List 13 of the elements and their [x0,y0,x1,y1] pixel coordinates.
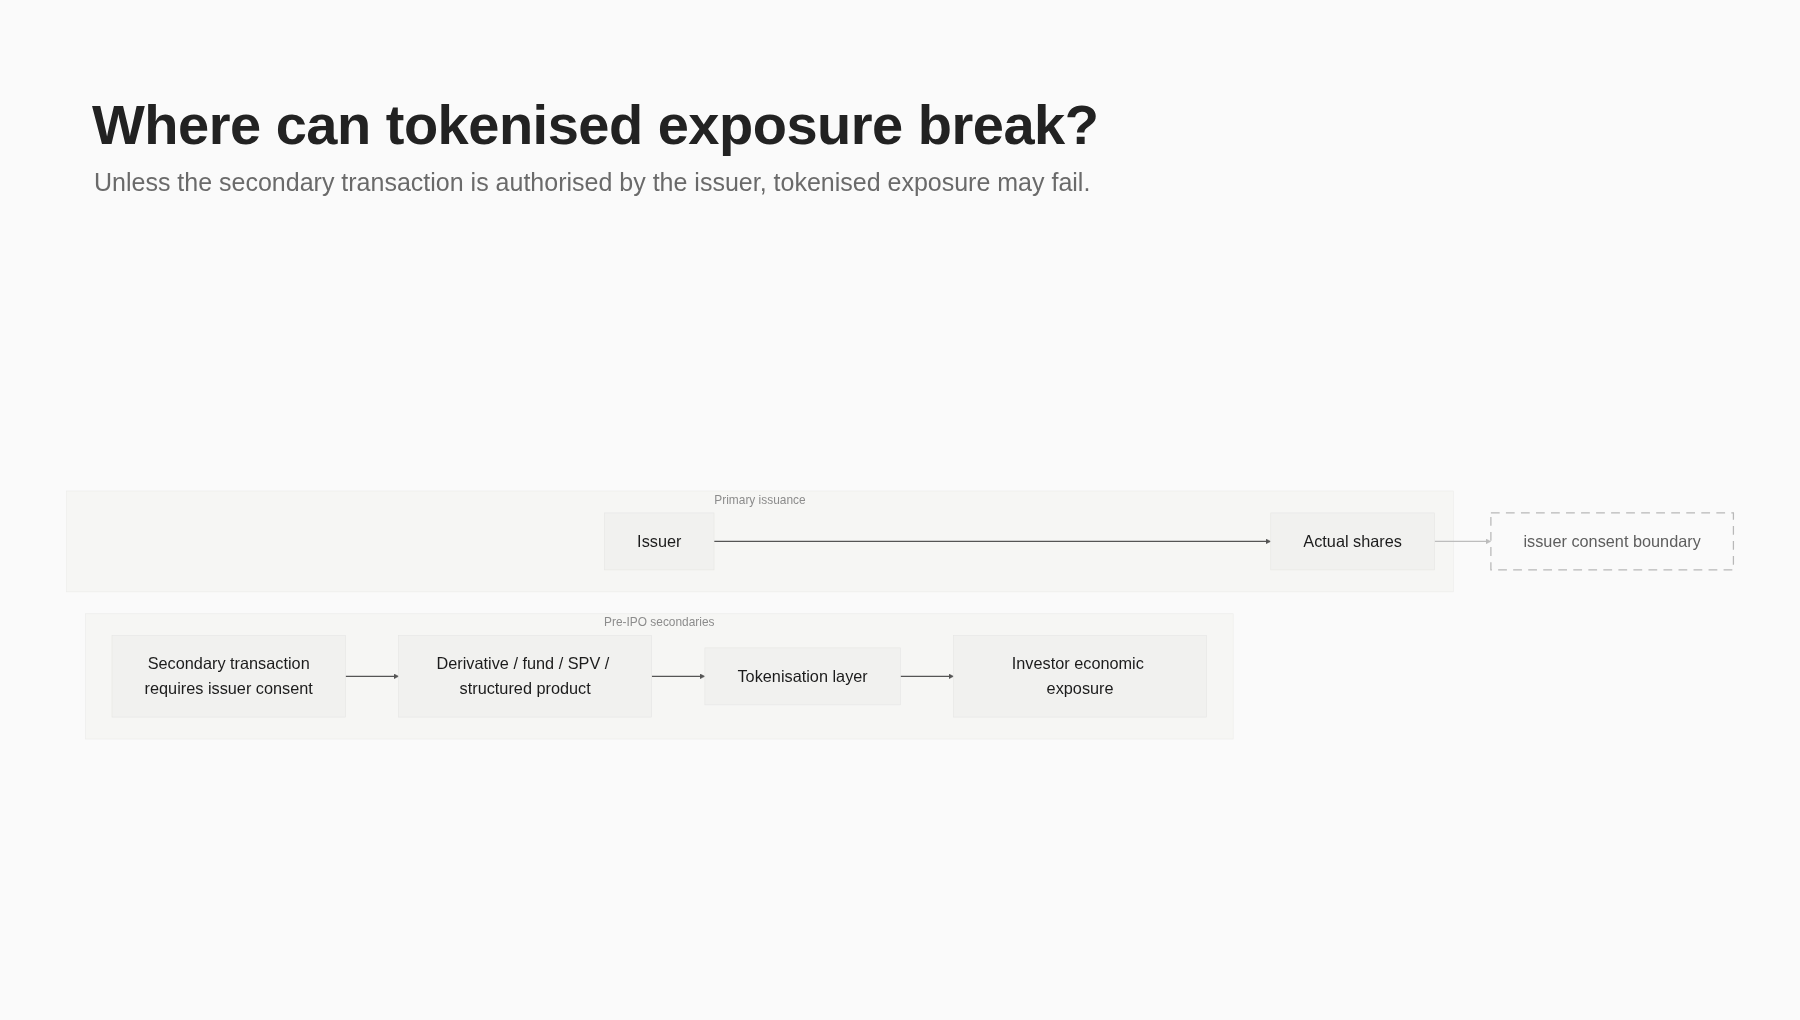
arrow [713,538,1271,545]
node-box: Derivative / fund / SPV / structured product [398,635,652,718]
node-box: issuer consent boundary [1490,512,1735,571]
node-box: Investor economic exposure [953,635,1207,718]
subtitle: Unless the secondary transaction is authorised by the issuer, tokenised exposure may fail. [94,168,1091,197]
node-box: Actual shares [1270,512,1435,571]
arrow [899,673,954,680]
node-box: Tokenisation layer [704,647,901,706]
node-box: Issuer [604,512,715,571]
arrow [344,673,399,680]
title: Where can tokenised exposure break? [92,92,1099,157]
node-box: Secondary transaction requires issuer consent [111,635,346,718]
arrow [651,673,706,680]
